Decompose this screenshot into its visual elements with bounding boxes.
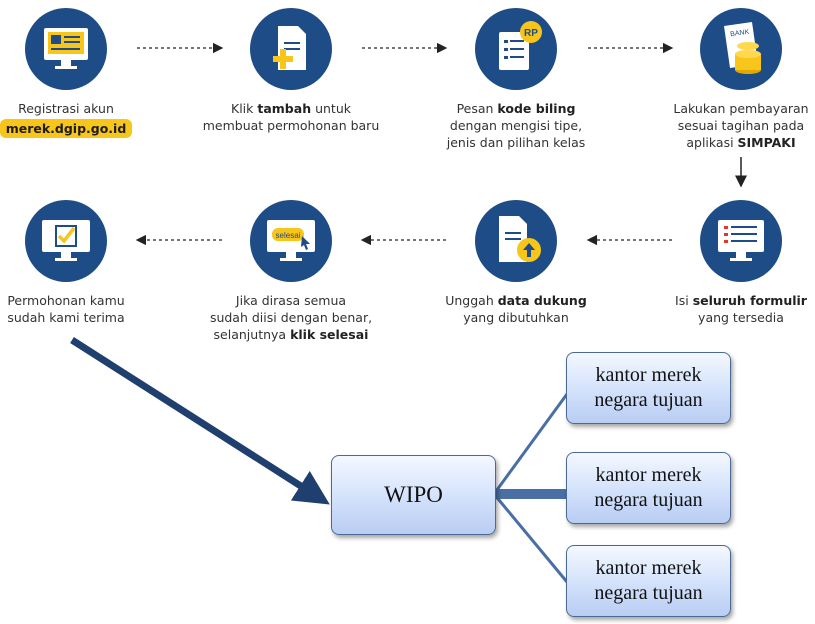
step-3-text-pre: Pesan (456, 101, 498, 116)
step-7-text-bold3: klik selesai (290, 327, 369, 342)
step-6-caption: Unggah data dukung yang dibutuhkan (416, 292, 616, 326)
step-3-text-bold: kode biling (497, 101, 576, 116)
wipo-pointer-arrow (70, 337, 330, 505)
destination-1-line1: kantor merek (595, 364, 702, 386)
destination-3-line1: kantor merek (595, 557, 702, 579)
destination-box-1: kantor merek negara tujuan (566, 352, 731, 424)
step-3-icon-circle: RP (475, 8, 557, 90)
step-1-caption: Registrasi akun merek.dgip.go.id (0, 100, 166, 138)
step-4-text-line2: sesuai tagihan pada (677, 118, 805, 133)
step-5-text-line2: yang tersedia (698, 310, 784, 325)
form-checklist-icon (718, 220, 764, 261)
step-7-icon-circle: selesai (250, 200, 332, 282)
destination-2-line1: kantor merek (595, 464, 702, 486)
bank-payment-coins-icon: BANK (724, 22, 761, 74)
step-8-text-line1: Permohonan kamu (7, 293, 125, 308)
branch-line-top (492, 393, 569, 495)
step-3-caption: Pesan kode biling dengan mengisi tipe, j… (416, 100, 616, 151)
step-5-icon-circle (700, 200, 782, 282)
checked-monitor-icon (42, 220, 90, 261)
step-1-icon-circle (25, 8, 107, 90)
add-document-icon (273, 26, 306, 70)
step-6-text-pre: Unggah (445, 293, 498, 308)
click-finish-monitor-icon: selesai (267, 220, 315, 261)
destination-3-line2: negara tujuan (594, 582, 703, 604)
step-1-text: Registrasi akun (18, 101, 114, 116)
branch-line-bottom (492, 493, 569, 583)
step-2-text-bold: tambah (257, 101, 312, 116)
destination-box-3: kantor merek negara tujuan (566, 545, 731, 617)
step-6-icon-circle (475, 200, 557, 282)
step-3-text-line2: dengan mengisi tipe, (449, 118, 583, 133)
website-badge: merek.dgip.go.id (0, 119, 133, 138)
step-8-text-line2: sudah kami terima (7, 310, 125, 325)
upload-document-icon (499, 216, 541, 262)
step-5-caption: Isi seluruh formulir yang tersedia (641, 292, 815, 326)
step-8-caption: Permohonan kamu sudah kami terima (0, 292, 166, 326)
step-7-text-pre3: selanjutnya (213, 327, 291, 342)
bank-label: BANK (730, 29, 750, 39)
step-4-text-pre3: aplikasi (686, 135, 738, 150)
step-2-text-post: untuk (311, 101, 351, 116)
step-4-text-line1: Lakukan pembayaran (673, 101, 809, 116)
destination-box-2: kantor merek negara tujuan (566, 452, 731, 524)
step-2-text-line2: membuat permohonan baru (202, 118, 380, 133)
step-5-text-pre: Isi (675, 293, 693, 308)
step-7-caption: Jika dirasa semua sudah diisi dengan ben… (191, 292, 391, 343)
step-6-text-line2: yang dibutuhkan (463, 310, 569, 325)
step-5-text-bold: seluruh formulir (692, 293, 807, 308)
billing-code-receipt-icon: RP (499, 21, 542, 70)
step-7-text-line1: Jika dirasa semua (235, 293, 347, 308)
step-4-caption: Lakukan pembayaran sesuai tagihan pada a… (641, 100, 815, 151)
step-8-icon-circle (25, 200, 107, 282)
step-6-text-bold: data dukung (497, 293, 587, 308)
registration-monitor-icon (44, 28, 88, 69)
selesai-button-label: selesai (276, 231, 301, 240)
wipo-label: WIPO (384, 482, 443, 507)
destination-1-line2: negara tujuan (594, 389, 703, 411)
step-2-icon-circle (250, 8, 332, 90)
step-4-text-bold3: SIMPAKI (737, 135, 796, 150)
wipo-box: WIPO (331, 455, 496, 535)
step-4-icon-circle: BANK (700, 8, 782, 90)
destination-2-line2: negara tujuan (594, 489, 703, 511)
step-2-caption: Klik tambah untuk membuat permohonan bar… (191, 100, 391, 134)
step-2-text-pre: Klik (231, 101, 258, 116)
rp-currency-label: RP (524, 28, 538, 39)
step-7-text-line2: sudah diisi dengan benar, (209, 310, 373, 325)
step-3-text-line3: jenis dan pilihan kelas (446, 135, 586, 150)
